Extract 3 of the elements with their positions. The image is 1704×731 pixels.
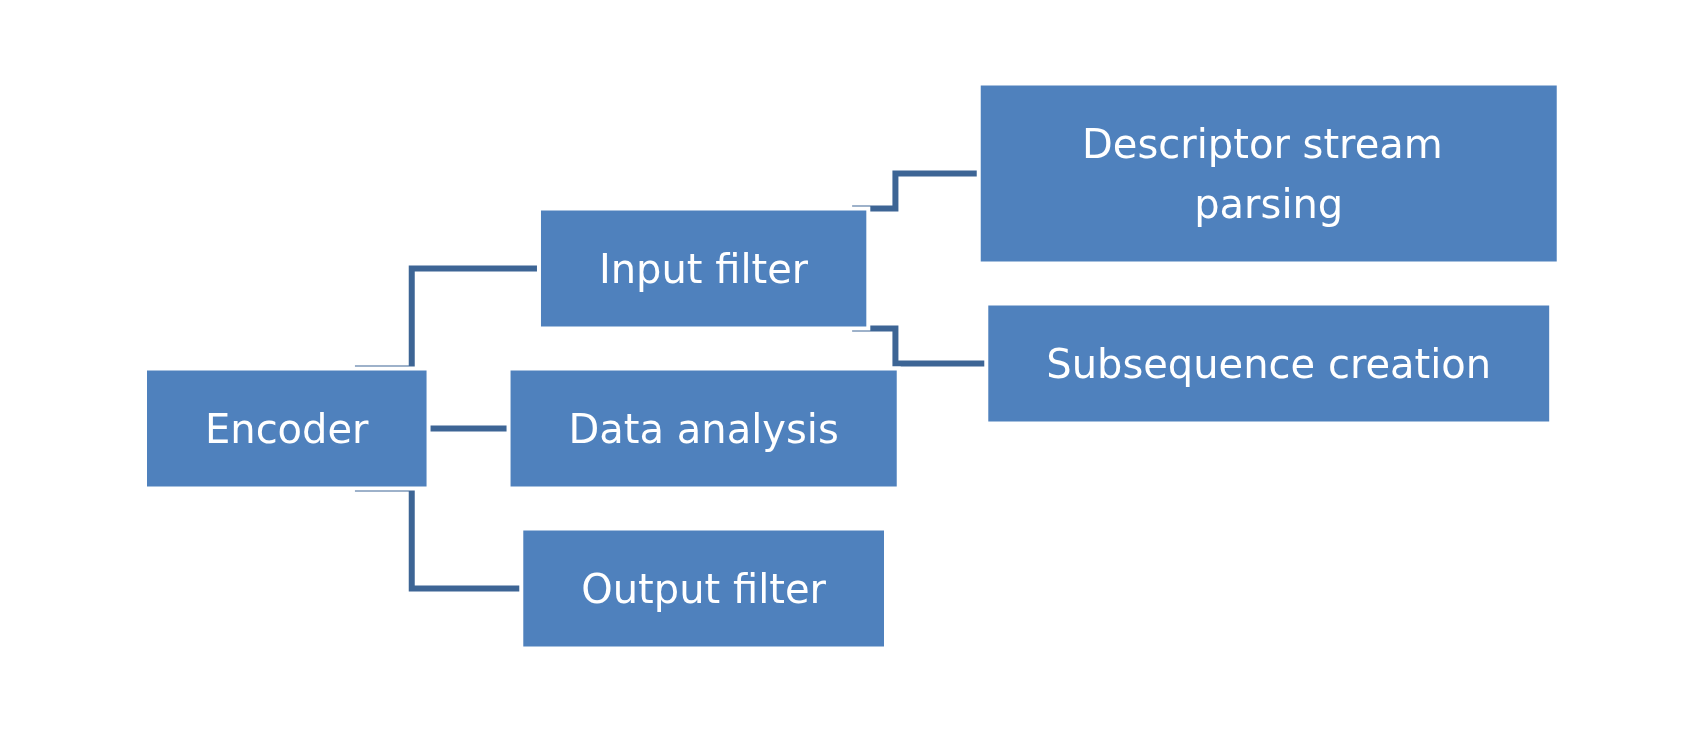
connector: [852, 325, 987, 366]
connector: [428, 425, 509, 431]
connector: [852, 170, 979, 211]
